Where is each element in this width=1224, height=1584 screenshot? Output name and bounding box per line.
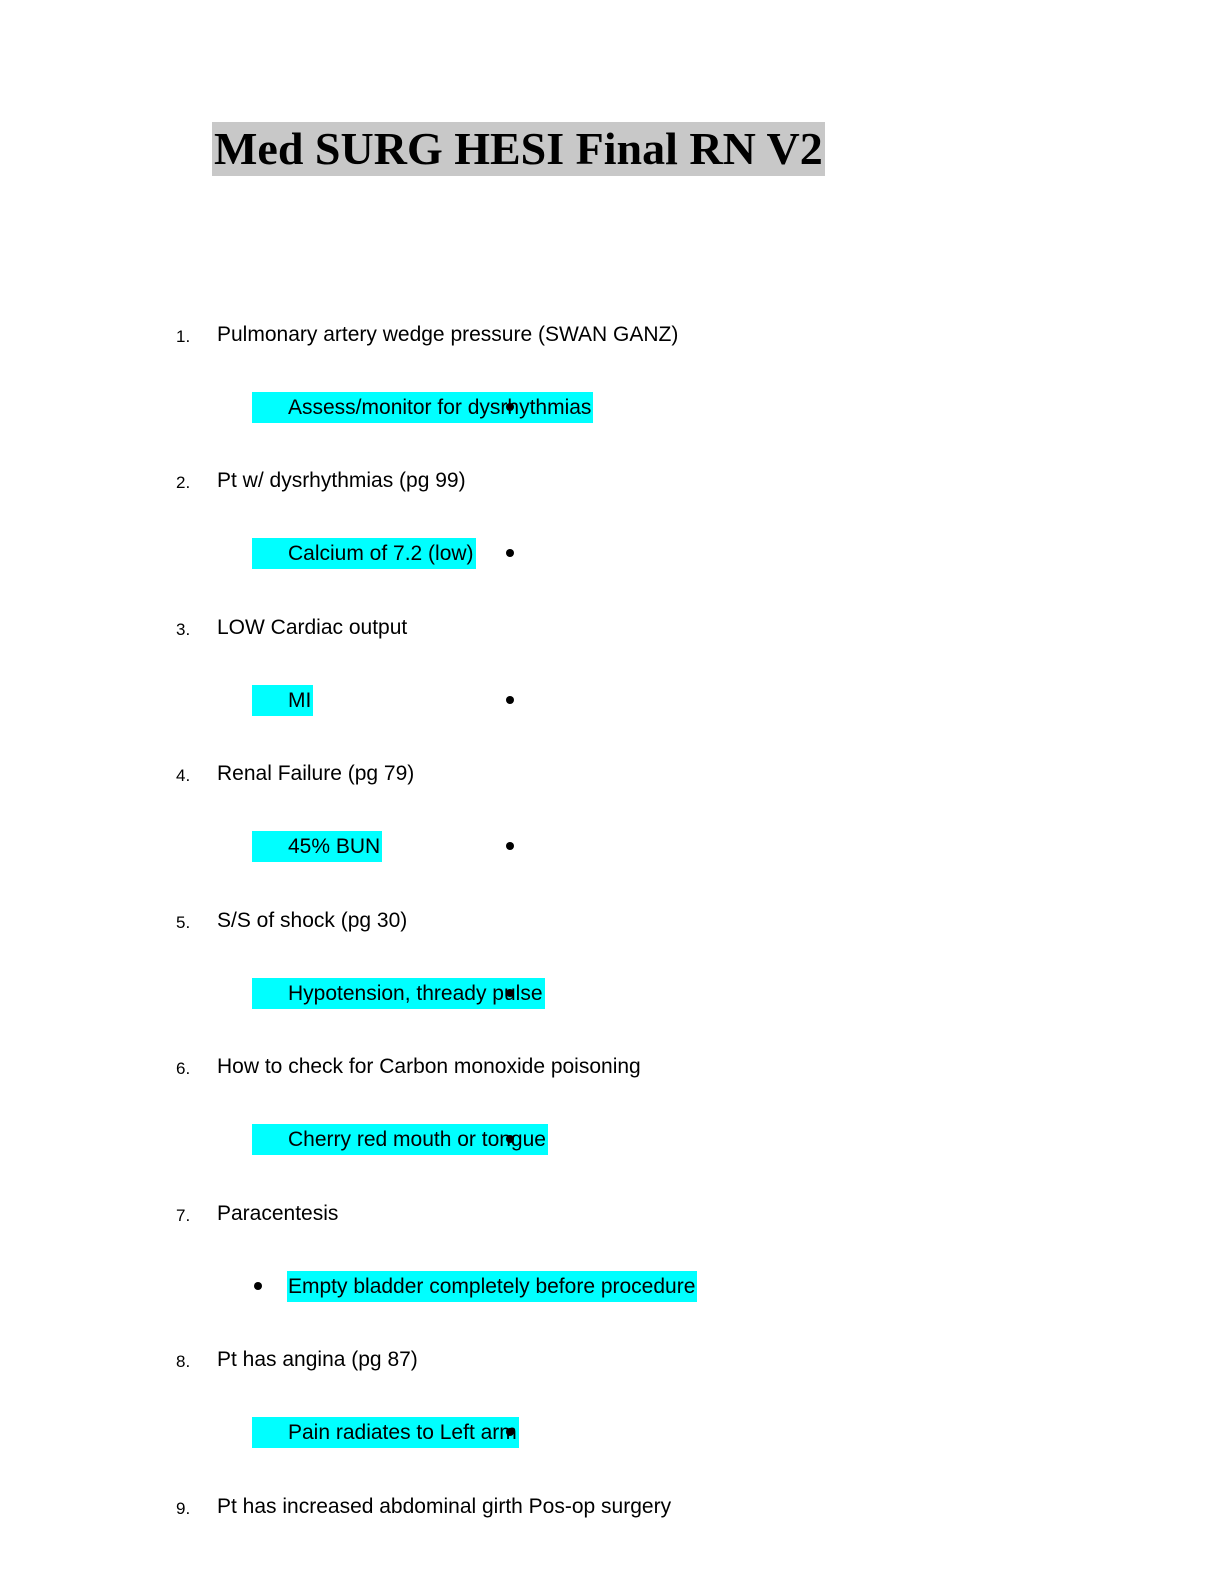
item-answer: 45% BUN: [288, 835, 381, 858]
bullet-icon: [506, 549, 514, 557]
bullet-icon: [506, 842, 514, 850]
answer-row: Hypotension, thready pulse: [0, 978, 1224, 1010]
item-answer: MI: [288, 689, 312, 712]
item-answer: Calcium of 7.2 (low): [288, 542, 474, 565]
list-item: 1. Pulmonary artery wedge pressure (SWAN…: [0, 317, 1224, 357]
answer-row: 45% BUN: [0, 831, 1224, 863]
answer-highlight: Hypotension, thready pulse: [252, 978, 545, 1009]
item-question: Pt w/ dysrhythmias (pg 99): [217, 469, 466, 492]
list-item: 8. Pt has angina (pg 87): [0, 1342, 1224, 1382]
item-question: Pulmonary artery wedge pressure (SWAN GA…: [217, 323, 679, 346]
bullet-icon: [506, 696, 514, 704]
answer-row: Calcium of 7.2 (low): [0, 538, 1224, 570]
answer-highlight: Pain radiates to Left arm: [252, 1417, 519, 1448]
list-item: 9. Pt has increased abdominal girth Pos-…: [0, 1489, 1224, 1529]
list-item: 3. LOW Cardiac output: [0, 610, 1224, 650]
item-question: Pt has angina (pg 87): [217, 1348, 418, 1371]
item-number: 5.: [176, 913, 191, 932]
item-answer: Empty bladder completely before procedur…: [288, 1275, 696, 1298]
item-question: Paracentesis: [217, 1202, 339, 1225]
answer-row: Pain radiates to Left arm: [0, 1417, 1224, 1449]
document-title: Med SURG HESI Final RN V2: [212, 122, 825, 176]
item-number: 7.: [176, 1206, 191, 1225]
list-item: 4. Renal Failure (pg 79): [0, 756, 1224, 796]
item-question: Pt has increased abdominal girth Pos-op …: [217, 1495, 672, 1518]
bullet-icon: [254, 1282, 262, 1290]
bullet-icon: [506, 1428, 514, 1436]
item-answer: Hypotension, thready pulse: [288, 982, 543, 1005]
answer-row: Cherry red mouth or tongue: [0, 1124, 1224, 1156]
answer-row: MI: [0, 685, 1224, 717]
item-answer: Pain radiates to Left arm: [288, 1421, 517, 1444]
answer-highlight: Assess/monitor for dysrhythmias: [252, 392, 594, 423]
item-number: 8.: [176, 1352, 191, 1371]
answer-row: Empty bladder completely before procedur…: [0, 1271, 1224, 1303]
item-answer: Cherry red mouth or tongue: [288, 1128, 546, 1151]
item-question: LOW Cardiac output: [217, 616, 408, 639]
item-number: 3.: [176, 620, 191, 639]
item-number: 2.: [176, 473, 191, 492]
answer-highlight: MI: [252, 685, 514, 716]
bullet-icon: [506, 1135, 514, 1143]
item-question: S/S of shock (pg 30): [217, 909, 408, 932]
answer-highlight: 45% BUN: [252, 831, 514, 862]
item-question: Renal Failure (pg 79): [217, 762, 415, 785]
answer-highlight: Empty bladder completely before procedur…: [287, 1271, 698, 1302]
bullet-icon: [506, 989, 514, 997]
item-number: 4.: [176, 766, 191, 785]
answer-highlight: Calcium of 7.2 (low): [252, 538, 514, 569]
list-item: 5. S/S of shock (pg 30): [0, 903, 1224, 943]
list-item: 6. How to check for Carbon monoxide pois…: [0, 1049, 1224, 1089]
list-item: 2. Pt w/ dysrhythmias (pg 99): [0, 463, 1224, 503]
answer-highlight: Cherry red mouth or tongue: [252, 1124, 548, 1155]
item-number: 9.: [176, 1499, 191, 1518]
item-question: How to check for Carbon monoxide poisoni…: [217, 1055, 641, 1078]
list-item: 7. Paracentesis: [0, 1196, 1224, 1236]
bullet-icon: [506, 403, 514, 411]
item-answer: Assess/monitor for dysrhythmias: [288, 396, 592, 419]
item-number: 6.: [176, 1059, 191, 1078]
item-number: 1.: [176, 327, 191, 346]
answer-row: Assess/monitor for dysrhythmias: [0, 392, 1224, 424]
